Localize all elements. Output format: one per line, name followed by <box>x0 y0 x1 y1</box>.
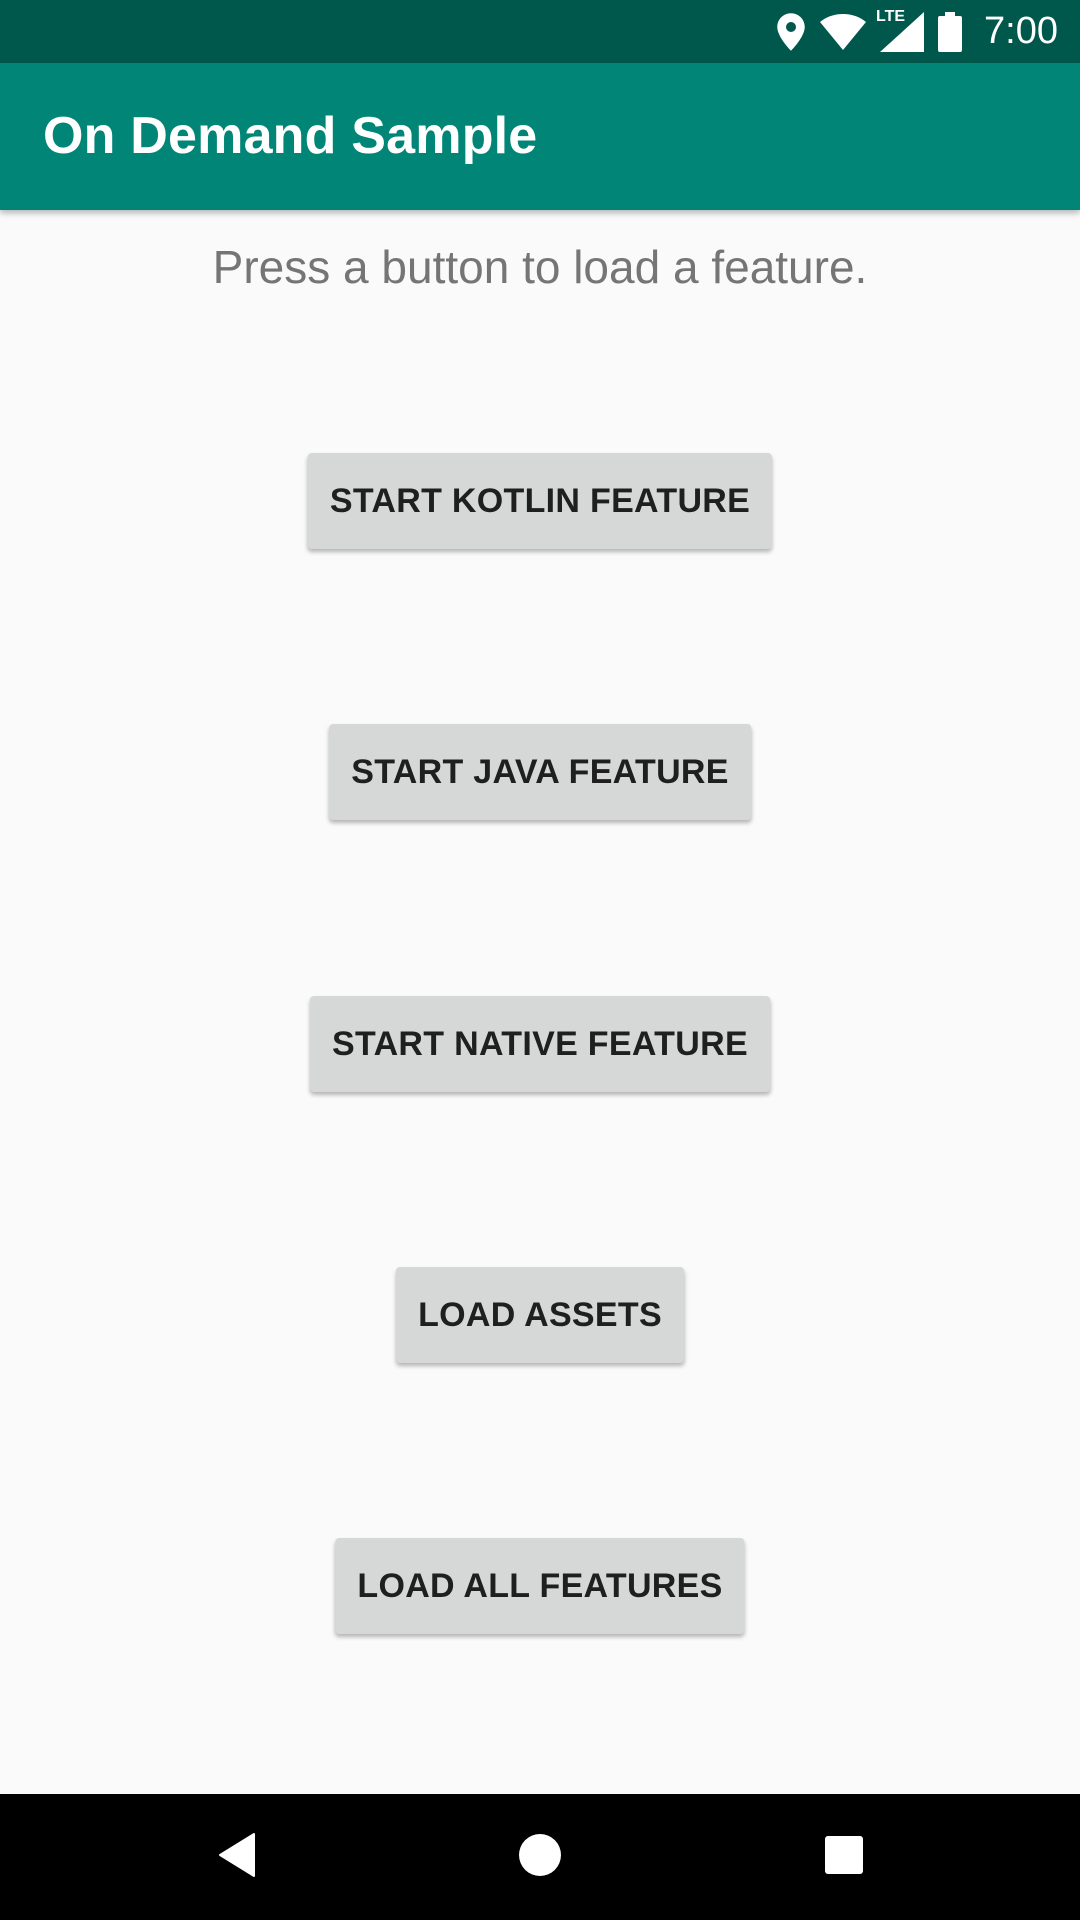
status-clock: 7:00 <box>984 10 1058 52</box>
start-java-feature-button[interactable]: START JAVA FEATURE <box>329 724 751 820</box>
recents-button[interactable] <box>784 1794 904 1920</box>
home-button[interactable] <box>480 1794 600 1920</box>
status-icons: LTE 7:00 <box>762 0 1058 63</box>
status-bar: LTE 7:00 <box>0 0 1080 63</box>
main-content: Press a button to load a feature. START … <box>0 210 1080 1794</box>
app-title: On Demand Sample <box>43 107 538 165</box>
network-type-label: LTE <box>876 7 906 25</box>
start-kotlin-feature-button[interactable]: START KOTLIN FEATURE <box>307 453 773 549</box>
load-assets-button[interactable]: LOAD ASSETS <box>396 1267 684 1363</box>
location-icon <box>776 12 806 51</box>
cell-signal-icon: LTE <box>876 8 925 52</box>
back-button[interactable] <box>176 1794 296 1920</box>
home-icon <box>518 1833 562 1882</box>
recents-icon <box>824 1835 864 1880</box>
wifi-icon <box>820 13 867 50</box>
back-icon <box>216 1832 256 1883</box>
battery-icon <box>938 11 963 52</box>
prompt-text: Press a button to load a feature. <box>212 241 868 293</box>
start-native-feature-button[interactable]: START NATIVE FEATURE <box>310 996 770 1092</box>
load-all-features-button[interactable]: LOAD ALL FEATURES <box>335 1538 745 1634</box>
app-bar: On Demand Sample <box>0 63 1080 210</box>
navigation-bar <box>0 1794 1080 1920</box>
